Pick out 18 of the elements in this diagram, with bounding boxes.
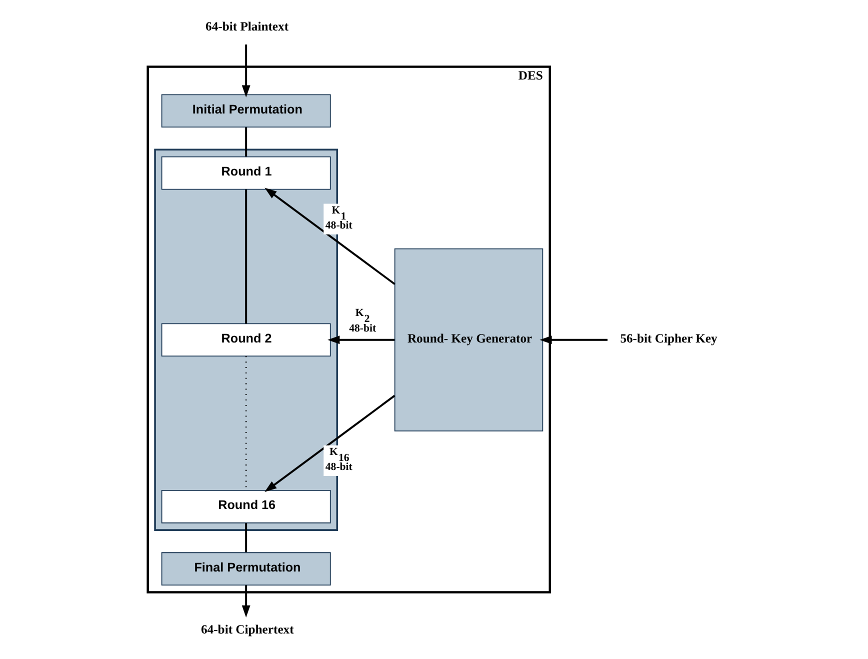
node-box: Round 2 — [160, 323, 330, 357]
node-text: 64-bit Plaintext — [205, 19, 288, 34]
node-box: Round 16 — [160, 490, 330, 524]
node-text: 64-bit Ciphertext — [200, 622, 294, 636]
arrow — [539, 336, 608, 344]
node-box: Initial Permutation — [160, 94, 330, 128]
arrow — [241, 44, 250, 98]
connector — [244, 523, 247, 552]
arrow — [264, 188, 395, 285]
arrow — [241, 585, 250, 618]
connector — [244, 190, 247, 324]
node-box: Round- Key Generator — [394, 248, 543, 432]
node-text: 56-bit Cipher Key — [620, 331, 717, 346]
arrow — [327, 336, 394, 344]
node-box: Final Permutation — [160, 552, 330, 586]
node-box: Round 1 — [160, 156, 330, 190]
connector — [244, 127, 247, 156]
arrow — [264, 394, 395, 492]
